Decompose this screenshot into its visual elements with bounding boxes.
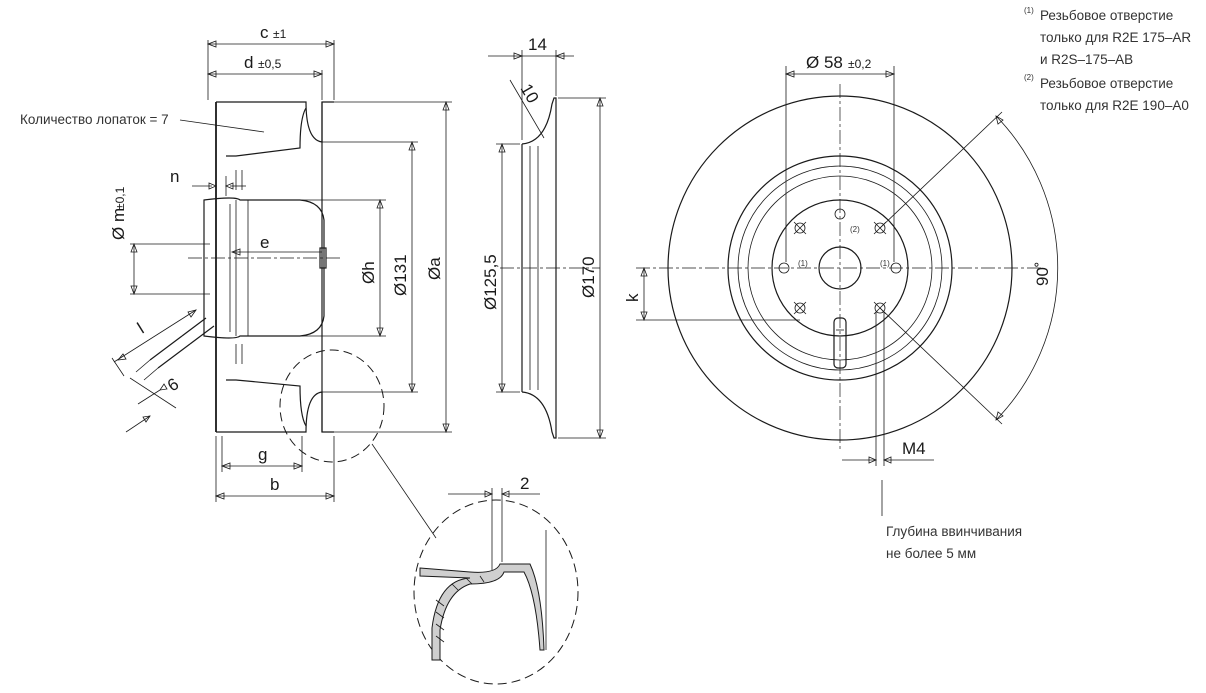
dim-a: Øa xyxy=(425,257,444,280)
dim-c: c xyxy=(260,23,269,42)
dim-c-tol: ±1 xyxy=(273,27,287,41)
depth-note-line1: Глубина ввинчивания xyxy=(886,524,1022,539)
dim-k: k xyxy=(623,293,642,302)
dim-170: Ø170 xyxy=(579,256,598,298)
note1-line3: и R2S–175–AB xyxy=(1040,52,1133,67)
blade-count-label: Количество лопаток = 7 xyxy=(20,112,169,127)
dim-131: Ø131 xyxy=(391,254,410,296)
dim-125-5: Ø125,5 xyxy=(481,254,500,310)
hole-label-1-left: (1) xyxy=(798,259,808,268)
dim-h: Øh xyxy=(359,261,378,284)
dim-6: 6 xyxy=(164,374,182,395)
side-view-dimensions: c ±1 d ±0,5 Количество лопаток = 7 n Ø m… xyxy=(20,23,452,502)
dim-m-tol: ±0,1 xyxy=(113,186,127,210)
hole-label-1-right: (1) xyxy=(880,259,890,268)
dim-n: n xyxy=(170,167,179,186)
note2-line1: Резьбовое отверстие xyxy=(1040,76,1173,91)
dim-m4: M4 xyxy=(902,439,926,458)
note2-line2: только для R2E 190–A0 xyxy=(1040,98,1189,113)
footnotes: (1) Резьбовое отверстие только для R2E 1… xyxy=(1024,6,1191,113)
dim-14: 14 xyxy=(528,35,547,54)
front-view: (1) (1) (2) Ø 58 ±0,2 k 90˚ M4 Глубина в… xyxy=(623,53,1059,561)
detail-view: 2 xyxy=(413,474,579,685)
dim-l: l xyxy=(134,319,147,337)
dim-m: Ø m xyxy=(109,208,128,240)
depth-note-line2: не более 5 мм xyxy=(886,546,976,561)
side-view xyxy=(135,101,437,539)
note1-line1: Резьбовое отверстие xyxy=(1040,8,1173,23)
dim-e: e xyxy=(260,233,269,252)
dim-2: 2 xyxy=(520,474,529,493)
dim-d-tol: ±0,5 xyxy=(258,57,282,71)
dim-90: 90˚ xyxy=(1033,261,1052,286)
dim-d: d xyxy=(244,53,253,72)
dim-g: g xyxy=(258,445,267,464)
dim-b: b xyxy=(270,475,279,494)
note2-marker: (2) xyxy=(1024,73,1034,82)
note1-marker: (1) xyxy=(1024,6,1034,15)
dim-58-tol: ±0,2 xyxy=(848,57,872,71)
dim-58: Ø 58 xyxy=(806,53,843,72)
hole-label-2: (2) xyxy=(850,225,860,234)
dim-10: 10 xyxy=(517,81,543,107)
note1-line2: только для R2E 175–AR xyxy=(1040,30,1191,45)
inlet-ring-view: 14 10 Ø125,5 Ø170 xyxy=(481,35,606,440)
